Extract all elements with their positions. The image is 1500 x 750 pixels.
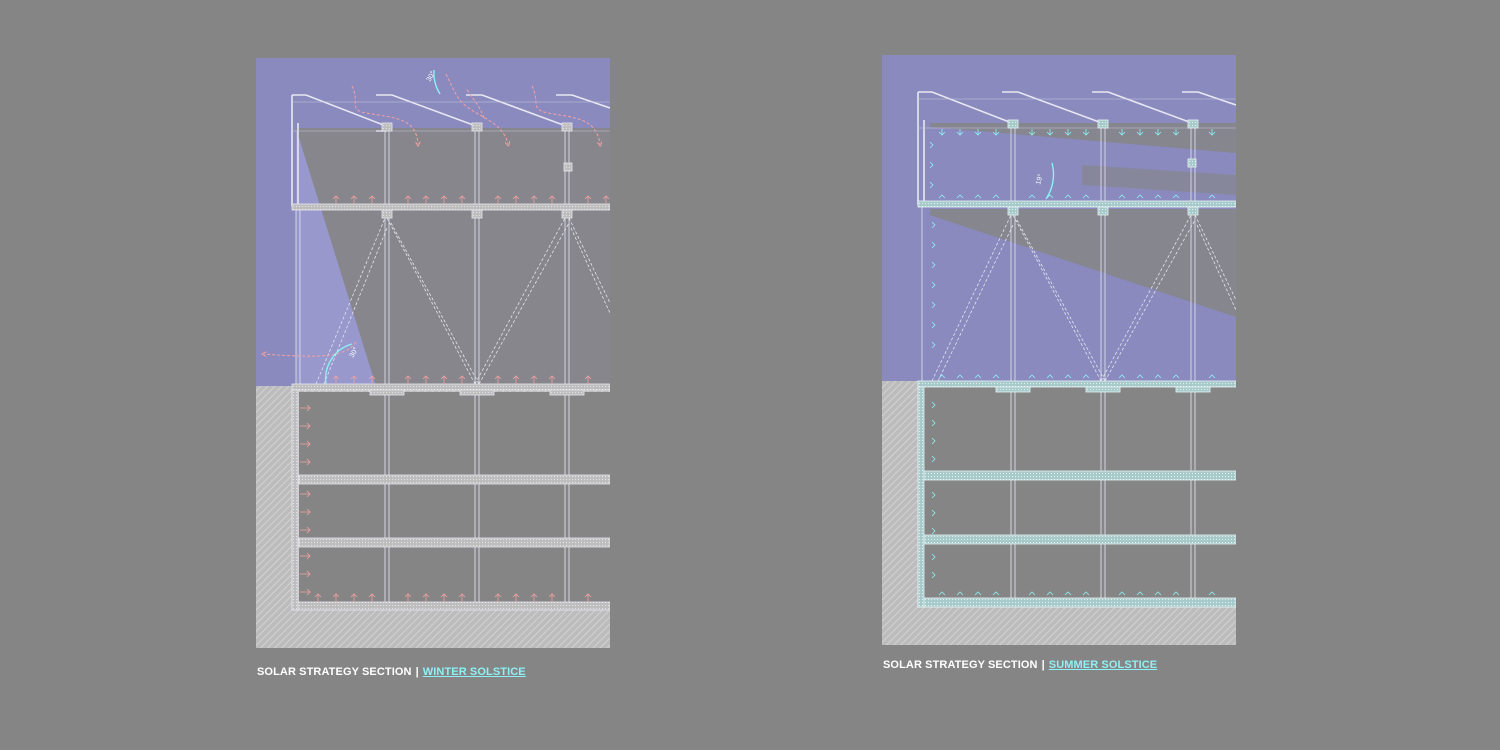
wall-heat-arrows [300,404,311,596]
summer-sun-angle-label: 19° [1034,173,1045,185]
low-level-inflow [264,341,357,357]
interior-shadow-upper [930,123,1236,153]
mezzanine-slab [291,203,610,211]
cool-air-arrows-basement [938,591,1216,596]
basement-slab-1 [298,474,610,485]
summer-sun-angle: 19° [1034,162,1055,200]
warm-air-arrows-basement [314,593,592,602]
winter-caption: SOLAR STRATEGY SECTION|WINTER SOLSTICE [257,666,526,678]
summer-caption-separator: | [1041,659,1045,671]
basement-space [299,392,610,604]
basement-floor-slab [917,597,1236,608]
summer-section-drawing: 19° [882,55,1236,645]
basement-slab-1 [923,470,1236,481]
roof-ventilation-flow [351,73,600,144]
basement-floor-slab [291,601,610,611]
basement-slab-2 [298,537,610,548]
retaining-wall [917,386,925,608]
cool-air-arrows-mezzanine [938,194,1216,199]
winter-caption-separator: | [415,666,419,678]
interior-shadow-mid [1082,165,1236,195]
basement-space [924,387,1236,601]
interior-shadow-lower [930,209,1236,317]
retaining-wall [291,389,299,611]
wall-cool-arrows [929,141,936,579]
mezzanine-slab [917,200,1236,208]
ground-floor-slab [917,380,1236,388]
ground-floor-slab [291,383,610,391]
summer-caption-season: SUMMER SOLSTICE [1048,659,1158,671]
winter-caption-season: WINTER SOLSTICE [422,666,526,678]
cool-air-arrows-ground [938,374,1216,379]
basement-slab-2 [923,534,1236,545]
warm-air-arrows-ground [332,375,592,384]
cross-bracing [931,214,1236,382]
cool-air-arrows-roof [938,129,1216,136]
winter-section-drawing: 30° 30° [256,58,610,648]
summer-caption-prefix: SOLAR STRATEGY SECTION [883,659,1038,671]
winter-caption-prefix: SOLAR STRATEGY SECTION [257,666,412,678]
interior-shadow [296,128,610,386]
summer-caption: SOLAR STRATEGY SECTION|SUMMER SOLSTICE [883,659,1157,671]
cross-bracing [315,217,610,385]
warm-air-arrows-upper [332,195,610,204]
